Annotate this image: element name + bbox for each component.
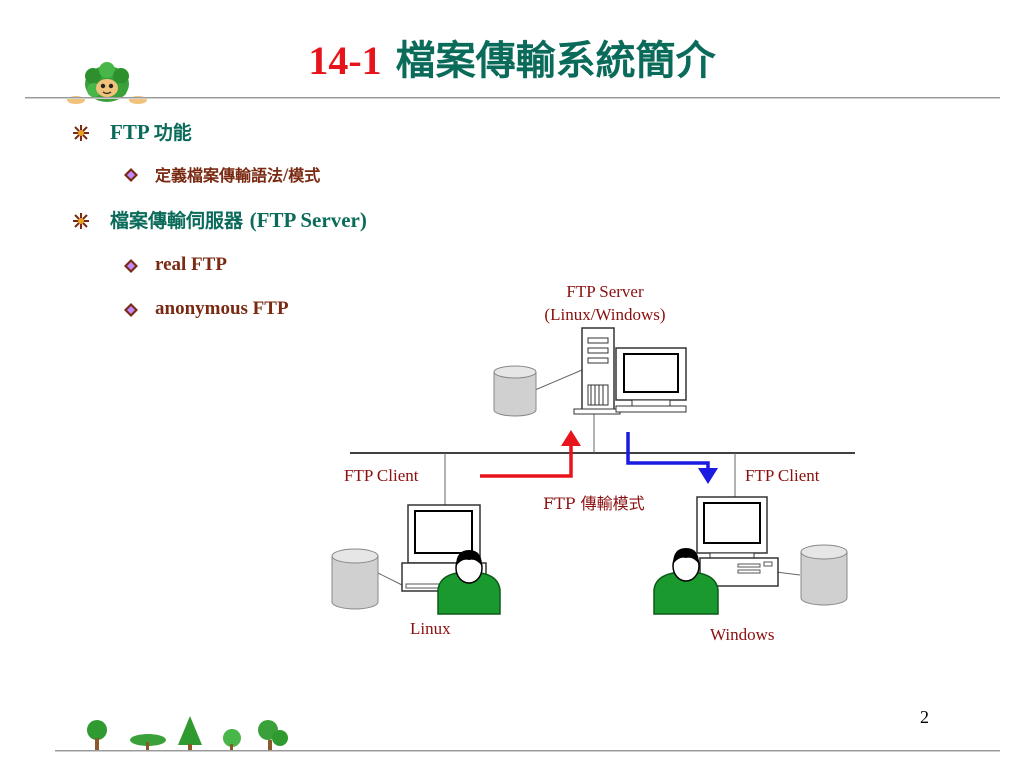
server-label-line1: FTP Server [566, 282, 644, 301]
server-database-icon [493, 365, 537, 417]
windows-user-icon [653, 548, 719, 615]
sub-bullet-syntax: 定義檔案傳輸語法/模式 [155, 165, 321, 186]
sub-bullet-real-ftp: real FTP [155, 254, 227, 275]
page-number: 2 [920, 707, 929, 727]
linux-label: Linux [410, 619, 451, 638]
download-arrow [626, 432, 710, 470]
bullet-ftp-server: 檔案傳輸伺服器 (FTP Server) [110, 208, 367, 232]
server-tower-icon [573, 327, 621, 415]
diamond-bullet-icon [124, 168, 138, 182]
upload-arrowhead [561, 430, 581, 446]
star-bullet-icon [73, 213, 89, 229]
footer-trees-decoration [87, 716, 288, 750]
windows-computer-icon [696, 496, 779, 587]
slide-title: 14-1 檔案傳輸系統簡介 [0, 28, 1024, 86]
linux-database-icon [331, 548, 379, 610]
client-left-label: FTP Client [344, 466, 419, 485]
top-divider [25, 97, 1000, 99]
server-label: FTP Server (Linux/Windows) [525, 280, 685, 326]
linux-user-icon [437, 550, 501, 615]
diamond-bullet-icon [124, 303, 138, 317]
server-label-line2: (Linux/Windows) [544, 305, 666, 324]
star-bullet-icon [73, 125, 89, 141]
download-arrowhead [698, 468, 718, 484]
windows-database-icon [800, 544, 848, 606]
windows-label: Windows [710, 625, 775, 644]
upload-arrow [480, 443, 573, 478]
diamond-bullet-icon [124, 259, 138, 273]
sub-bullet-anonymous-ftp: anonymous FTP [155, 298, 289, 319]
server-monitor-icon [615, 347, 687, 413]
title-text: 檔案傳輸系統簡介 [395, 37, 716, 84]
title-number: 14-1 [308, 38, 382, 83]
transfer-mode-label: FTP 傳輸模式 [543, 494, 645, 513]
client-right-label: FTP Client [745, 466, 820, 485]
bottom-divider [55, 750, 1000, 752]
bullet-ftp-function: FTP 功能 [110, 120, 192, 144]
